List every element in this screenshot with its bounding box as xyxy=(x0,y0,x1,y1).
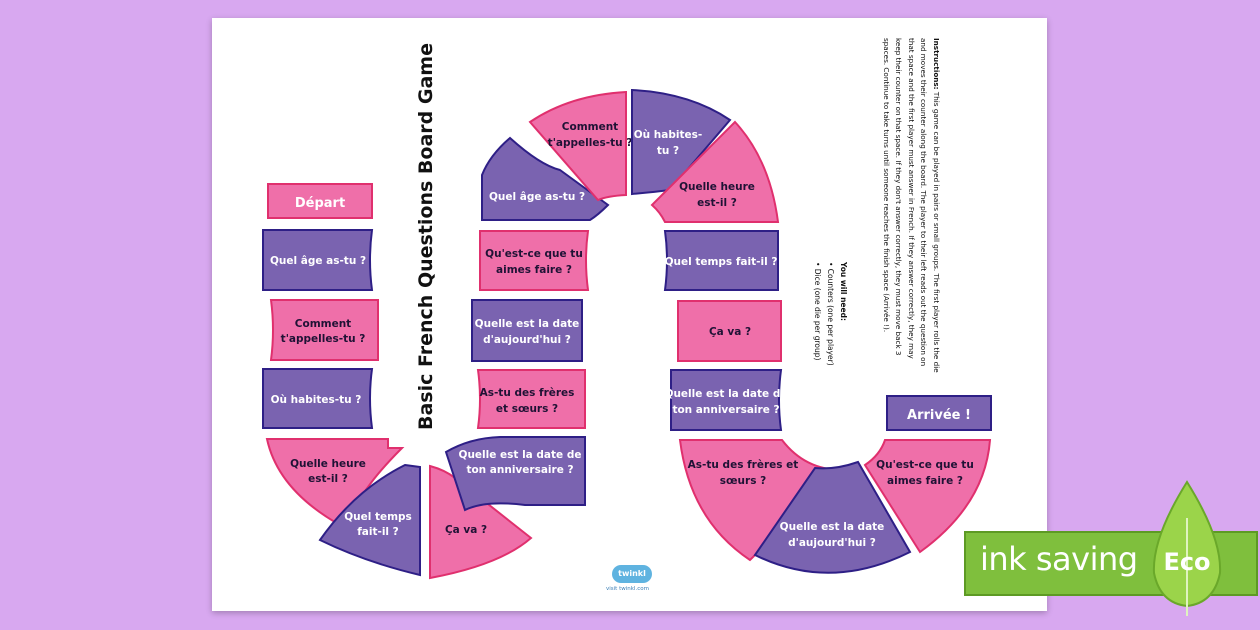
svg-text:Quelle est la date de: Quelle est la date de xyxy=(459,449,582,461)
tile-top-1[interactable]: Comment t'appelles-tu ? xyxy=(528,90,633,202)
game-title: Basic French Questions Board Game xyxy=(415,43,437,430)
ink-saving-text: ink saving xyxy=(980,540,1138,578)
twinkl-url: visit twinkl.com xyxy=(606,586,649,592)
svg-text:Quel temps: Quel temps xyxy=(344,511,412,523)
needs-heading: You will need: xyxy=(839,262,848,321)
tile-right-5[interactable]: Quelle est la date d'aujourd'hui ? xyxy=(753,460,912,574)
svg-text:Quelle est la date: Quelle est la date xyxy=(780,521,885,533)
finish-label: Arrivée ! xyxy=(907,408,971,423)
svg-text:Quel âge as-tu ?: Quel âge as-tu ? xyxy=(489,191,585,203)
instructions: Instructions: This game can be played in… xyxy=(880,38,943,378)
svg-text:aimes faire ?: aimes faire ? xyxy=(496,264,572,276)
tile-left-5[interactable]: Quel temps fait-il ? xyxy=(318,463,421,577)
tile-top-2[interactable]: Où habites- tu ? xyxy=(631,88,732,196)
start-label: Départ xyxy=(295,196,345,211)
tile-mid-2[interactable]: As-tu des frères et sœurs ? xyxy=(476,369,586,429)
svg-text:d'aujourd'hui ?: d'aujourd'hui ? xyxy=(788,537,876,549)
tile-right-2[interactable]: Ça va ? xyxy=(677,300,782,362)
svg-text:d'aujourd'hui ?: d'aujourd'hui ? xyxy=(483,334,571,346)
svg-text:ton anniversaire ?: ton anniversaire ? xyxy=(466,464,573,476)
svg-text:Où habites-tu ?: Où habites-tu ? xyxy=(271,394,362,406)
instructions-lead: Instructions: xyxy=(932,38,941,90)
svg-text:Qu'est-ce que tu: Qu'est-ce que tu xyxy=(485,248,583,260)
tile-mid-1[interactable]: Quelle est la date de ton anniversaire ? xyxy=(444,436,586,512)
svg-text:fait-il ?: fait-il ? xyxy=(357,526,399,538)
svg-text:et sœurs ?: et sœurs ? xyxy=(496,403,558,415)
svg-text:t'appelles-tu ?: t'appelles-tu ? xyxy=(281,333,366,345)
leaf-icon: Eco xyxy=(1152,480,1222,616)
tile-left-2[interactable]: Comment t'appelles-tu ? xyxy=(269,299,379,361)
svg-text:Ça va ?: Ça va ? xyxy=(445,524,487,536)
svg-text:Ça va ?: Ça va ? xyxy=(709,326,751,338)
svg-text:Quelle est la date: Quelle est la date xyxy=(475,318,580,330)
eco-label: Eco xyxy=(1163,548,1210,576)
svg-text:Comment: Comment xyxy=(562,121,618,133)
tile-top-3[interactable]: Quelle heure est-il ? xyxy=(650,120,780,223)
tile-right-1[interactable]: Quel temps fait-il ? xyxy=(663,230,779,291)
twinkl-logo: twinkl xyxy=(612,565,652,583)
tile-left-1[interactable]: Quel âge as-tu ? xyxy=(262,229,374,291)
svg-text:tu ?: tu ? xyxy=(657,145,679,157)
svg-text:est-il ?: est-il ? xyxy=(308,473,348,485)
svg-text:t'appelles-tu ?: t'appelles-tu ? xyxy=(548,137,633,149)
svg-text:ton anniversaire ?: ton anniversaire ? xyxy=(672,404,779,416)
svg-text:est-il ?: est-il ? xyxy=(697,197,737,209)
svg-text:Qu'est-ce que tu: Qu'est-ce que tu xyxy=(876,459,974,471)
needs-list: You will need: • Counters (one per playe… xyxy=(811,262,850,402)
svg-text:sœurs ?: sœurs ? xyxy=(720,475,766,487)
svg-text:As-tu des frères et: As-tu des frères et xyxy=(688,459,799,471)
tile-left-6[interactable]: Ça va ? xyxy=(429,464,533,580)
svg-text:aimes faire ?: aimes faire ? xyxy=(887,475,963,487)
svg-text:Quelle heure: Quelle heure xyxy=(679,181,755,193)
tile-right-6[interactable]: Qu'est-ce que tu aimes faire ? xyxy=(863,439,992,554)
tile-right-3[interactable]: Quelle est la date de ton anniversaire ? xyxy=(665,369,788,431)
needs-item: • Dice (one die per group) xyxy=(813,262,822,361)
needs-item: • Counters (one per player) xyxy=(826,262,835,366)
svg-text:Quelle heure: Quelle heure xyxy=(290,458,366,470)
tile-mid-3[interactable]: Quelle est la date d'aujourd'hui ? xyxy=(471,299,583,362)
tile-mid-4[interactable]: Qu'est-ce que tu aimes faire ? xyxy=(479,230,590,291)
svg-text:Quel temps fait-il ?: Quel temps fait-il ? xyxy=(665,256,778,268)
tile-left-3[interactable]: Où habites-tu ? xyxy=(262,368,374,429)
finish-tile[interactable]: Arrivée ! xyxy=(886,395,992,431)
svg-text:Comment: Comment xyxy=(295,318,351,330)
svg-text:Quelle est la date de: Quelle est la date de xyxy=(665,388,788,400)
svg-text:Quel âge as-tu ?: Quel âge as-tu ? xyxy=(270,255,366,267)
svg-text:Où habites-: Où habites- xyxy=(634,129,702,141)
tile-mid-5[interactable]: Quel âge as-tu ? xyxy=(481,136,610,221)
tile-left-4[interactable]: Quelle heure est-il ? xyxy=(265,438,405,527)
start-tile[interactable]: Départ xyxy=(267,183,373,219)
tile-right-4[interactable]: As-tu des frères et sœurs ? xyxy=(678,439,845,562)
svg-text:As-tu des frères: As-tu des frères xyxy=(480,387,575,399)
